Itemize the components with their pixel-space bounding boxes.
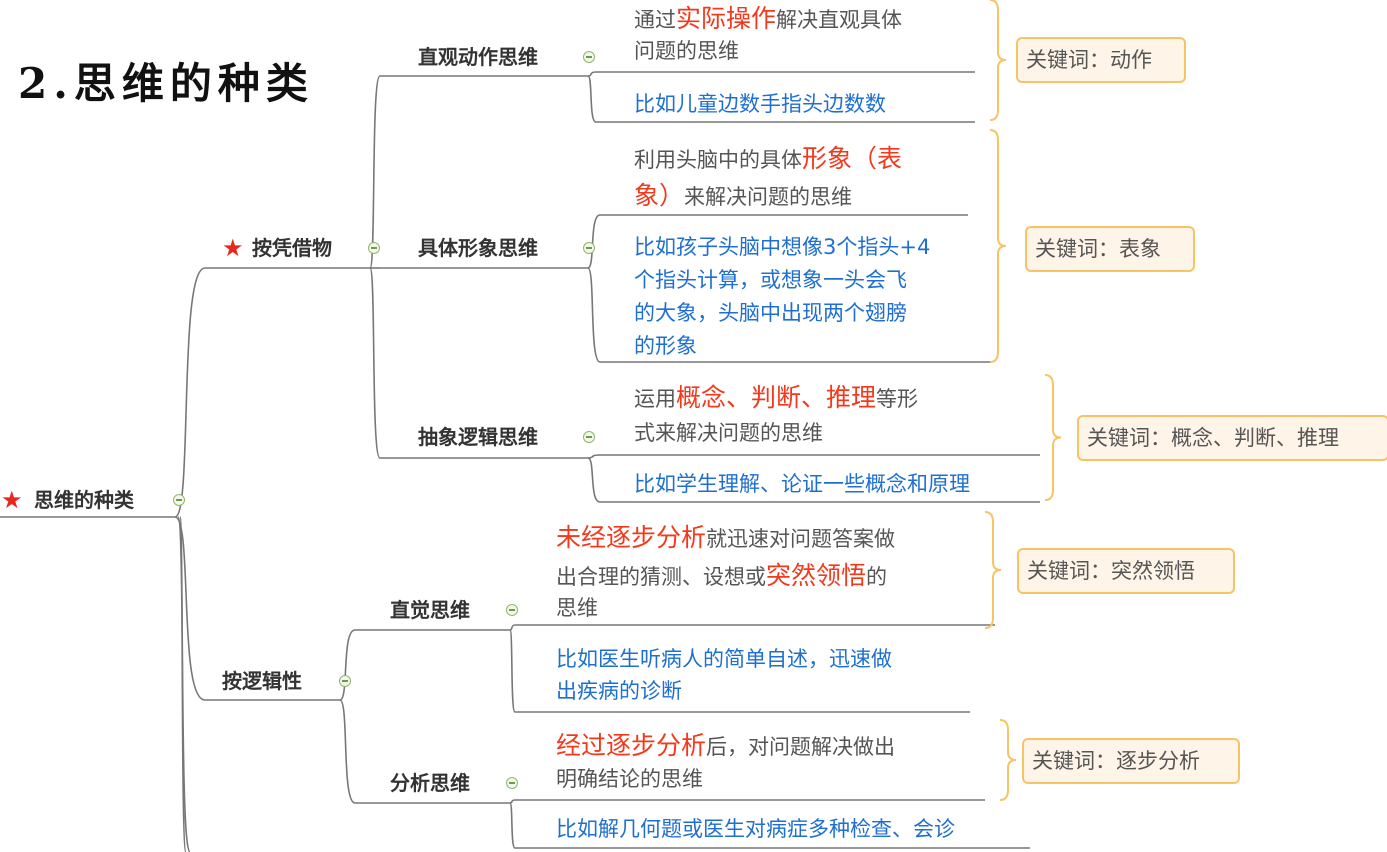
connector-line: [587, 457, 601, 503]
definition-line: 问题的思维: [634, 37, 739, 65]
highlighted-term: 突然领悟: [766, 561, 867, 590]
example-line: 比如医生听病人的简单自述，迅速做: [556, 647, 892, 671]
definition-text: 明确结论的思维: [556, 767, 703, 791]
connector-line: [587, 454, 601, 459]
topic-1-0-collapse-button[interactable]: [506, 604, 518, 616]
connector-line: [339, 699, 356, 804]
definition-text: 就迅速对问题答案做: [706, 527, 896, 551]
definition-line: 通过实际操作解决直观具体: [634, 5, 902, 34]
keyword-box-1-0[interactable]: 关键词：突然领悟: [1017, 548, 1235, 594]
definition-text: 思维: [556, 596, 598, 620]
connector-line: [339, 629, 356, 701]
example-line: 出疾病的诊断: [556, 679, 682, 703]
definition-line: 象）来解决问题的思维: [634, 182, 852, 211]
branch-1-collapse-button[interactable]: [339, 675, 351, 687]
keyword-brace: [999, 719, 1017, 801]
definition-line: 未经逐步分析就迅速对问题答案做: [556, 524, 895, 553]
definition-text: 出合理的猜测、设想或: [556, 565, 766, 589]
connector-line: [369, 267, 381, 459]
connector-line: [174, 516, 206, 701]
example-line: 的大象，头脑中出现两个翅膀: [634, 301, 907, 325]
definition-line: 思维: [556, 594, 598, 622]
highlighted-term: 实际操作: [676, 4, 777, 33]
slide-title: 2.思维的种类: [18, 59, 314, 108]
keyword-brace: [989, 129, 1007, 363]
topic-node-1-0[interactable]: 直觉思维: [390, 598, 470, 622]
highlighted-term: 未经逐步分析: [556, 523, 707, 552]
connector-line: [369, 75, 381, 269]
branch-node-0[interactable]: 按凭借物: [252, 236, 332, 260]
root-collapse-button[interactable]: [173, 494, 185, 506]
example-line: 个指头计算，或想象一头会飞: [634, 268, 907, 292]
connector-line: [509, 629, 516, 713]
highlighted-term: 形象（表: [802, 144, 903, 173]
branch-0-collapse-button[interactable]: [368, 242, 380, 254]
root-node[interactable]: 思维的种类: [34, 488, 134, 512]
definition-text: 利用头脑中的具体: [634, 148, 802, 172]
definition-text: 后，对问题解决做出: [706, 735, 896, 759]
topic-0-2-collapse-button[interactable]: [583, 431, 595, 443]
connector-line: [509, 624, 516, 631]
definition-line: 出合理的猜测、设想或突然领悟的: [556, 562, 887, 591]
definition-line: 经过逐步分析后，对问题解决做出: [556, 732, 895, 761]
example-line: 比如孩子头脑中想像3个指头+4: [634, 235, 931, 259]
definition-text: 式来解决问题的思维: [634, 421, 823, 445]
example-line: 的形象: [634, 334, 697, 358]
definition-line: 运用概念、判断、推理等形: [634, 384, 918, 413]
keyword-box-0-2[interactable]: 关键词：概念、判断、推理: [1077, 415, 1387, 461]
keyword-brace: [1044, 374, 1062, 501]
highlighted-term: 经过逐步分析: [556, 731, 707, 760]
topic-0-1-collapse-button[interactable]: [583, 242, 595, 254]
definition-line: 利用头脑中的具体形象（表: [634, 145, 902, 174]
connector-line: [509, 802, 516, 849]
branch-0-star-icon: ★: [222, 234, 244, 262]
highlighted-term: 象）: [634, 181, 685, 210]
topic-0-0-collapse-button[interactable]: [583, 51, 595, 63]
definition-text: 解决直观具体: [776, 8, 903, 32]
example-line: 比如儿童边数手指头边数数: [634, 92, 886, 116]
topic-node-0-1[interactable]: 具体形象思维: [418, 236, 538, 260]
connector-line: [174, 267, 206, 518]
definition-text: 等形: [876, 387, 919, 411]
keyword-brace: [984, 511, 1002, 629]
branch-node-1[interactable]: 按逻辑性: [222, 669, 302, 693]
definition-text: 问题的思维: [634, 39, 739, 63]
topic-1-1-collapse-button[interactable]: [506, 777, 518, 789]
definition-line: 明确结论的思维: [556, 765, 703, 793]
keyword-box-0-0[interactable]: 关键词：动作: [1016, 37, 1186, 83]
example-line: 比如解几何题或医生对病症多种检查、会诊: [556, 817, 955, 841]
definition-line: 式来解决问题的思维: [634, 419, 823, 447]
keyword-box-0-1[interactable]: 关键词：表象: [1025, 226, 1195, 272]
topic-node-1-1[interactable]: 分析思维: [390, 771, 470, 795]
keyword-brace: [989, 0, 1007, 121]
keyword-box-1-1[interactable]: 关键词：逐步分析: [1022, 738, 1240, 784]
connector-line: [587, 267, 601, 363]
connector-line: [587, 71, 597, 77]
example-line: 比如学生理解、论证一些概念和原理: [634, 472, 970, 496]
connector-line: [587, 214, 601, 269]
connector-line: [179, 516, 187, 852]
definition-text: 通过: [634, 8, 676, 32]
definition-text: 来解决问题的思维: [684, 185, 853, 209]
definition-text: 运用: [634, 387, 676, 411]
connector-line: [509, 799, 516, 804]
topic-node-0-2[interactable]: 抽象逻辑思维: [418, 425, 538, 449]
highlighted-term: 概念、判断、推理: [676, 383, 877, 412]
root-star-icon: ★: [1, 486, 23, 514]
topic-node-0-0[interactable]: 直观动作思维: [418, 45, 538, 69]
definition-text: 的: [866, 565, 888, 589]
connector-line: [587, 75, 597, 123]
